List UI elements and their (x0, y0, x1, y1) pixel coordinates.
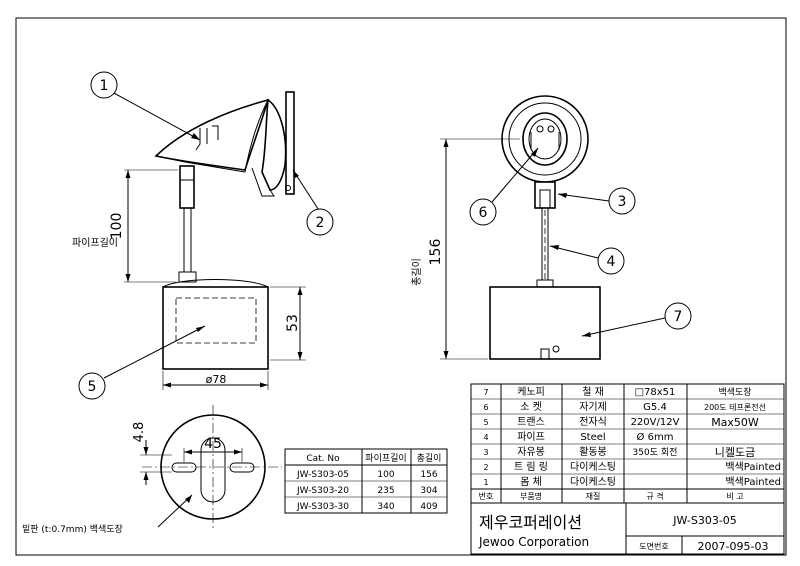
catalog-cell: 340 (377, 502, 394, 512)
dim-top-height: 4.8 (132, 422, 147, 443)
part-row-4-material: Steel (580, 432, 605, 443)
catalog-cell: JW-S303-30 (296, 502, 349, 512)
part-row-2-no: 2 (483, 463, 488, 472)
callout-1: 1 (100, 78, 109, 94)
plate-note: 밑판 (t:0.7mm) 백색도장 (22, 523, 123, 535)
parts-header-note: 비 고 (726, 492, 743, 501)
part-row-1-note: 백색Painted (725, 476, 781, 488)
catalog-header-cat-no: Cat. No (306, 454, 340, 464)
part-row-4-spec: Ø 6mm (637, 431, 674, 443)
part-row-5-note: Max50W (711, 416, 759, 429)
callout-7: 7 (674, 309, 683, 325)
company-name-kr: 제우코퍼레이션 (479, 513, 582, 532)
part-row-1-name: 몸 체 (520, 476, 542, 488)
catalog-table: Cat. No 파이프길이 총길이 JW-S303-05 100 156 JW-… (284, 448, 448, 514)
catalog-cell: JW-S303-20 (296, 486, 349, 496)
parts-header-name: 부품명 (520, 491, 542, 501)
catalog-header-total: 총길이 (417, 453, 442, 464)
part-row-7-name: 케노피 (517, 386, 545, 398)
dim-pipe-length: 100 (109, 213, 125, 240)
title-block: 제우코퍼레이션 Jewoo Corporation JW-S303-05 도면번… (470, 502, 785, 555)
part-row-2-material: 다이케스팅 (570, 461, 616, 473)
dim-total-height: 156 (428, 239, 444, 266)
part-row-3-material: 활동봉 (579, 445, 607, 458)
catalog-cell: 235 (377, 486, 394, 496)
part-row-5-no: 5 (483, 418, 488, 427)
part-row-6-no: 6 (483, 403, 488, 412)
catalog-cell: 304 (420, 486, 437, 496)
catalog-cell: JW-S303-05 (296, 470, 349, 480)
company-name-en: Jewoo Corporation (478, 535, 589, 549)
catalog-cell: 409 (420, 502, 437, 512)
part-row-4-no: 4 (483, 433, 488, 442)
model-number: JW-S303-05 (672, 514, 737, 527)
callout-6: 6 (479, 205, 488, 221)
front-view: 156 총길이 3 4 6 7 (410, 95, 692, 360)
parts-header-no: 번호 (479, 492, 494, 501)
part-row-7-spec: □78x51 (635, 387, 676, 398)
lamp-head-shell (154, 98, 270, 171)
dim-total-height-label: 총길이 (410, 258, 423, 286)
drawing-no: 2007-095-03 (698, 540, 769, 553)
part-row-6-note: 200도 테프론전선 (704, 402, 766, 412)
part-row-7-note: 백색도장 (718, 387, 751, 398)
part-row-6-spec: G5.4 (643, 402, 667, 413)
part-row-5-spec: 220V/12V (631, 417, 680, 428)
dim-top-width: 45 (204, 436, 222, 452)
part-row-3-note: 니켈도금 (715, 446, 755, 459)
part-row-6-name: 소 켓 (520, 401, 542, 413)
part-row-5-name: 트랜스 (517, 416, 545, 428)
part-row-7-no: 7 (483, 388, 488, 397)
canopy-box-side (162, 286, 269, 370)
trim-ring-side (261, 98, 287, 191)
catalog-header-pipe: 파이프길이 (365, 453, 406, 464)
parts-list: 7 케노피 철 재 □78x51 백색도장 6 소 켓 자기제 G5.4 200… (470, 383, 785, 504)
part-row-4-name: 파이프 (517, 431, 545, 443)
catalog-cell: 156 (420, 470, 437, 480)
callout-3: 3 (618, 194, 627, 210)
side-view: 100 파이프길이 53 ø78 1 2 5 (72, 71, 334, 400)
dim-base-height: 53 (285, 314, 301, 332)
part-row-2-note: 백색Painted (725, 461, 781, 473)
part-row-1-material: 다이케스팅 (570, 476, 616, 488)
callout-5: 5 (88, 379, 97, 395)
canopy-box-front (489, 286, 601, 360)
part-row-6-material: 자기제 (579, 401, 607, 413)
parts-header-spec: 규 격 (646, 491, 663, 501)
catalog-cell: 100 (377, 470, 394, 480)
part-row-7-material: 철 재 (582, 386, 604, 398)
dim-base-diameter: ø78 (206, 373, 227, 386)
transformer-hidden (175, 297, 257, 344)
sheet-border (15, 17, 787, 556)
part-row-3-no: 3 (483, 448, 488, 457)
callout-2: 2 (316, 215, 325, 231)
drawing-no-label: 도면번호 (639, 541, 668, 551)
bottom-plate-view: 45 4.8 밑판 (t:0.7mm) 백색도장 (22, 405, 282, 535)
part-row-3-name: 자유봉 (517, 446, 545, 458)
part-row-3-spec: 350도 회전 (633, 447, 678, 458)
part-row-5-material: 전자식 (579, 416, 607, 428)
parts-header-material: 재질 (586, 492, 601, 501)
part-row-2-name: 트 림 링 (514, 461, 548, 473)
dim-pipe-length-label: 파이프길이 (72, 236, 118, 249)
part-row-1-no: 1 (483, 478, 488, 487)
callout-4: 4 (607, 254, 616, 270)
